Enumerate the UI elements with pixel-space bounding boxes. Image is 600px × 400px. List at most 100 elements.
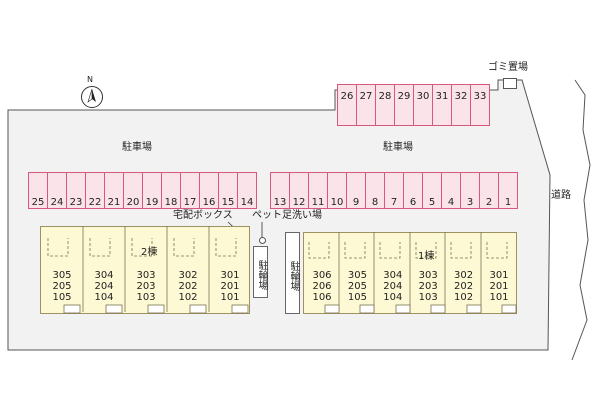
parking-slot: 6 [403,172,423,209]
parking-slot-number: 3 [466,197,474,208]
parking-slot-number: 24 [50,197,64,208]
room-number: 204 [383,281,403,292]
room-number: 103 [136,292,156,303]
parking-slot: 31 [432,84,452,126]
room-number: 202 [454,281,474,292]
parking-slot-number: 31 [435,91,449,102]
parking-slot: 14 [237,172,257,209]
garbage-box [503,78,517,89]
room-number: 104 [383,292,403,303]
bike-parking-left: 駐輪場 [253,246,268,298]
room-number: 206 [312,281,332,292]
parking-slot-number: 32 [454,91,468,102]
room-number: 304 [94,270,114,281]
room-number: 305 [347,270,367,281]
parking-slot-number: 9 [352,197,360,208]
room-number: 202 [178,281,198,292]
parking-slot: 16 [199,172,219,209]
parking-slot: 18 [161,172,181,209]
parking-slot-number: 4 [447,197,455,208]
room-number: 102 [178,292,198,303]
room-number: 101 [489,292,509,303]
parking-slot: 23 [66,172,86,209]
parking-slot-number: 8 [371,197,379,208]
parking-right-label: 駐車場 [383,142,413,153]
room-number: 204 [94,281,114,292]
room-number: 106 [312,292,332,303]
parking-slot: 28 [375,84,395,126]
room-number: 301 [489,270,509,281]
room-number: 304 [383,270,403,281]
parking-slot: 1 [498,172,518,209]
room-number: 201 [220,281,240,292]
parking-slot-number: 19 [145,197,159,208]
parking-slot: 3 [460,172,480,209]
parking-slot-number: 22 [88,197,102,208]
parking-slot: 19 [142,172,162,209]
parking-slot: 32 [451,84,471,126]
parking-slot-number: 25 [31,197,45,208]
parking-slot: 7 [384,172,404,209]
room-number: 105 [52,292,72,303]
parking-slot-number: 23 [69,197,83,208]
north-arrow [81,86,103,108]
parking-slot: 30 [413,84,433,126]
parking-slot-number: 26 [340,91,354,102]
pet-wash-label: ペット足洗い場 [252,210,322,221]
parking-slot-number: 12 [292,197,306,208]
parking-slot-number: 30 [416,91,430,102]
parking-slot-number: 2 [485,197,493,208]
room-number: 205 [52,281,72,292]
parking-slot: 10 [327,172,347,209]
parking-slot-number: 6 [409,197,417,208]
parking-slot: 17 [180,172,200,209]
parking-slot: 5 [422,172,442,209]
building-1-floorplan [308,232,517,314]
parking-slot: 9 [346,172,366,209]
room-number: 201 [489,281,509,292]
parking-slot-number: 15 [221,197,235,208]
parking-slot: 13 [270,172,290,209]
parking-slot-number: 16 [202,197,216,208]
garbage-label: ゴミ置場 [488,62,528,73]
parking-slot: 21 [104,172,124,209]
parking-slot-number: 1 [504,197,512,208]
parking-slot-number: 11 [311,197,325,208]
parking-slot: 33 [470,84,490,126]
parking-slot: 8 [365,172,385,209]
room-number: 104 [94,292,114,303]
pet-wash-spot [259,237,266,244]
room-number: 301 [220,270,240,281]
building-2-label: 2棟 [141,247,158,258]
room-number: 203 [418,281,438,292]
parking-slot: 26 [337,84,357,126]
room-number: 205 [347,281,367,292]
parking-slot-number: 5 [428,197,436,208]
parking-slot: 4 [441,172,461,209]
parking-slot-number: 33 [473,91,487,102]
road-edge-line [571,79,591,361]
room-number: 102 [454,292,474,303]
room-number: 203 [136,281,156,292]
parking-slot-number: 10 [330,197,344,208]
parking-slot: 15 [218,172,238,209]
room-number: 302 [454,270,474,281]
room-number: 303 [418,270,438,281]
parking-slot-number: 29 [397,91,411,102]
parking-slot-number: 27 [359,91,373,102]
north-label: N [87,75,93,84]
parking-slot-number: 20 [126,197,140,208]
building-2-floorplan [47,226,249,314]
bike-parking-right: 駐輪場 [285,232,300,314]
room-number: 303 [136,270,156,281]
